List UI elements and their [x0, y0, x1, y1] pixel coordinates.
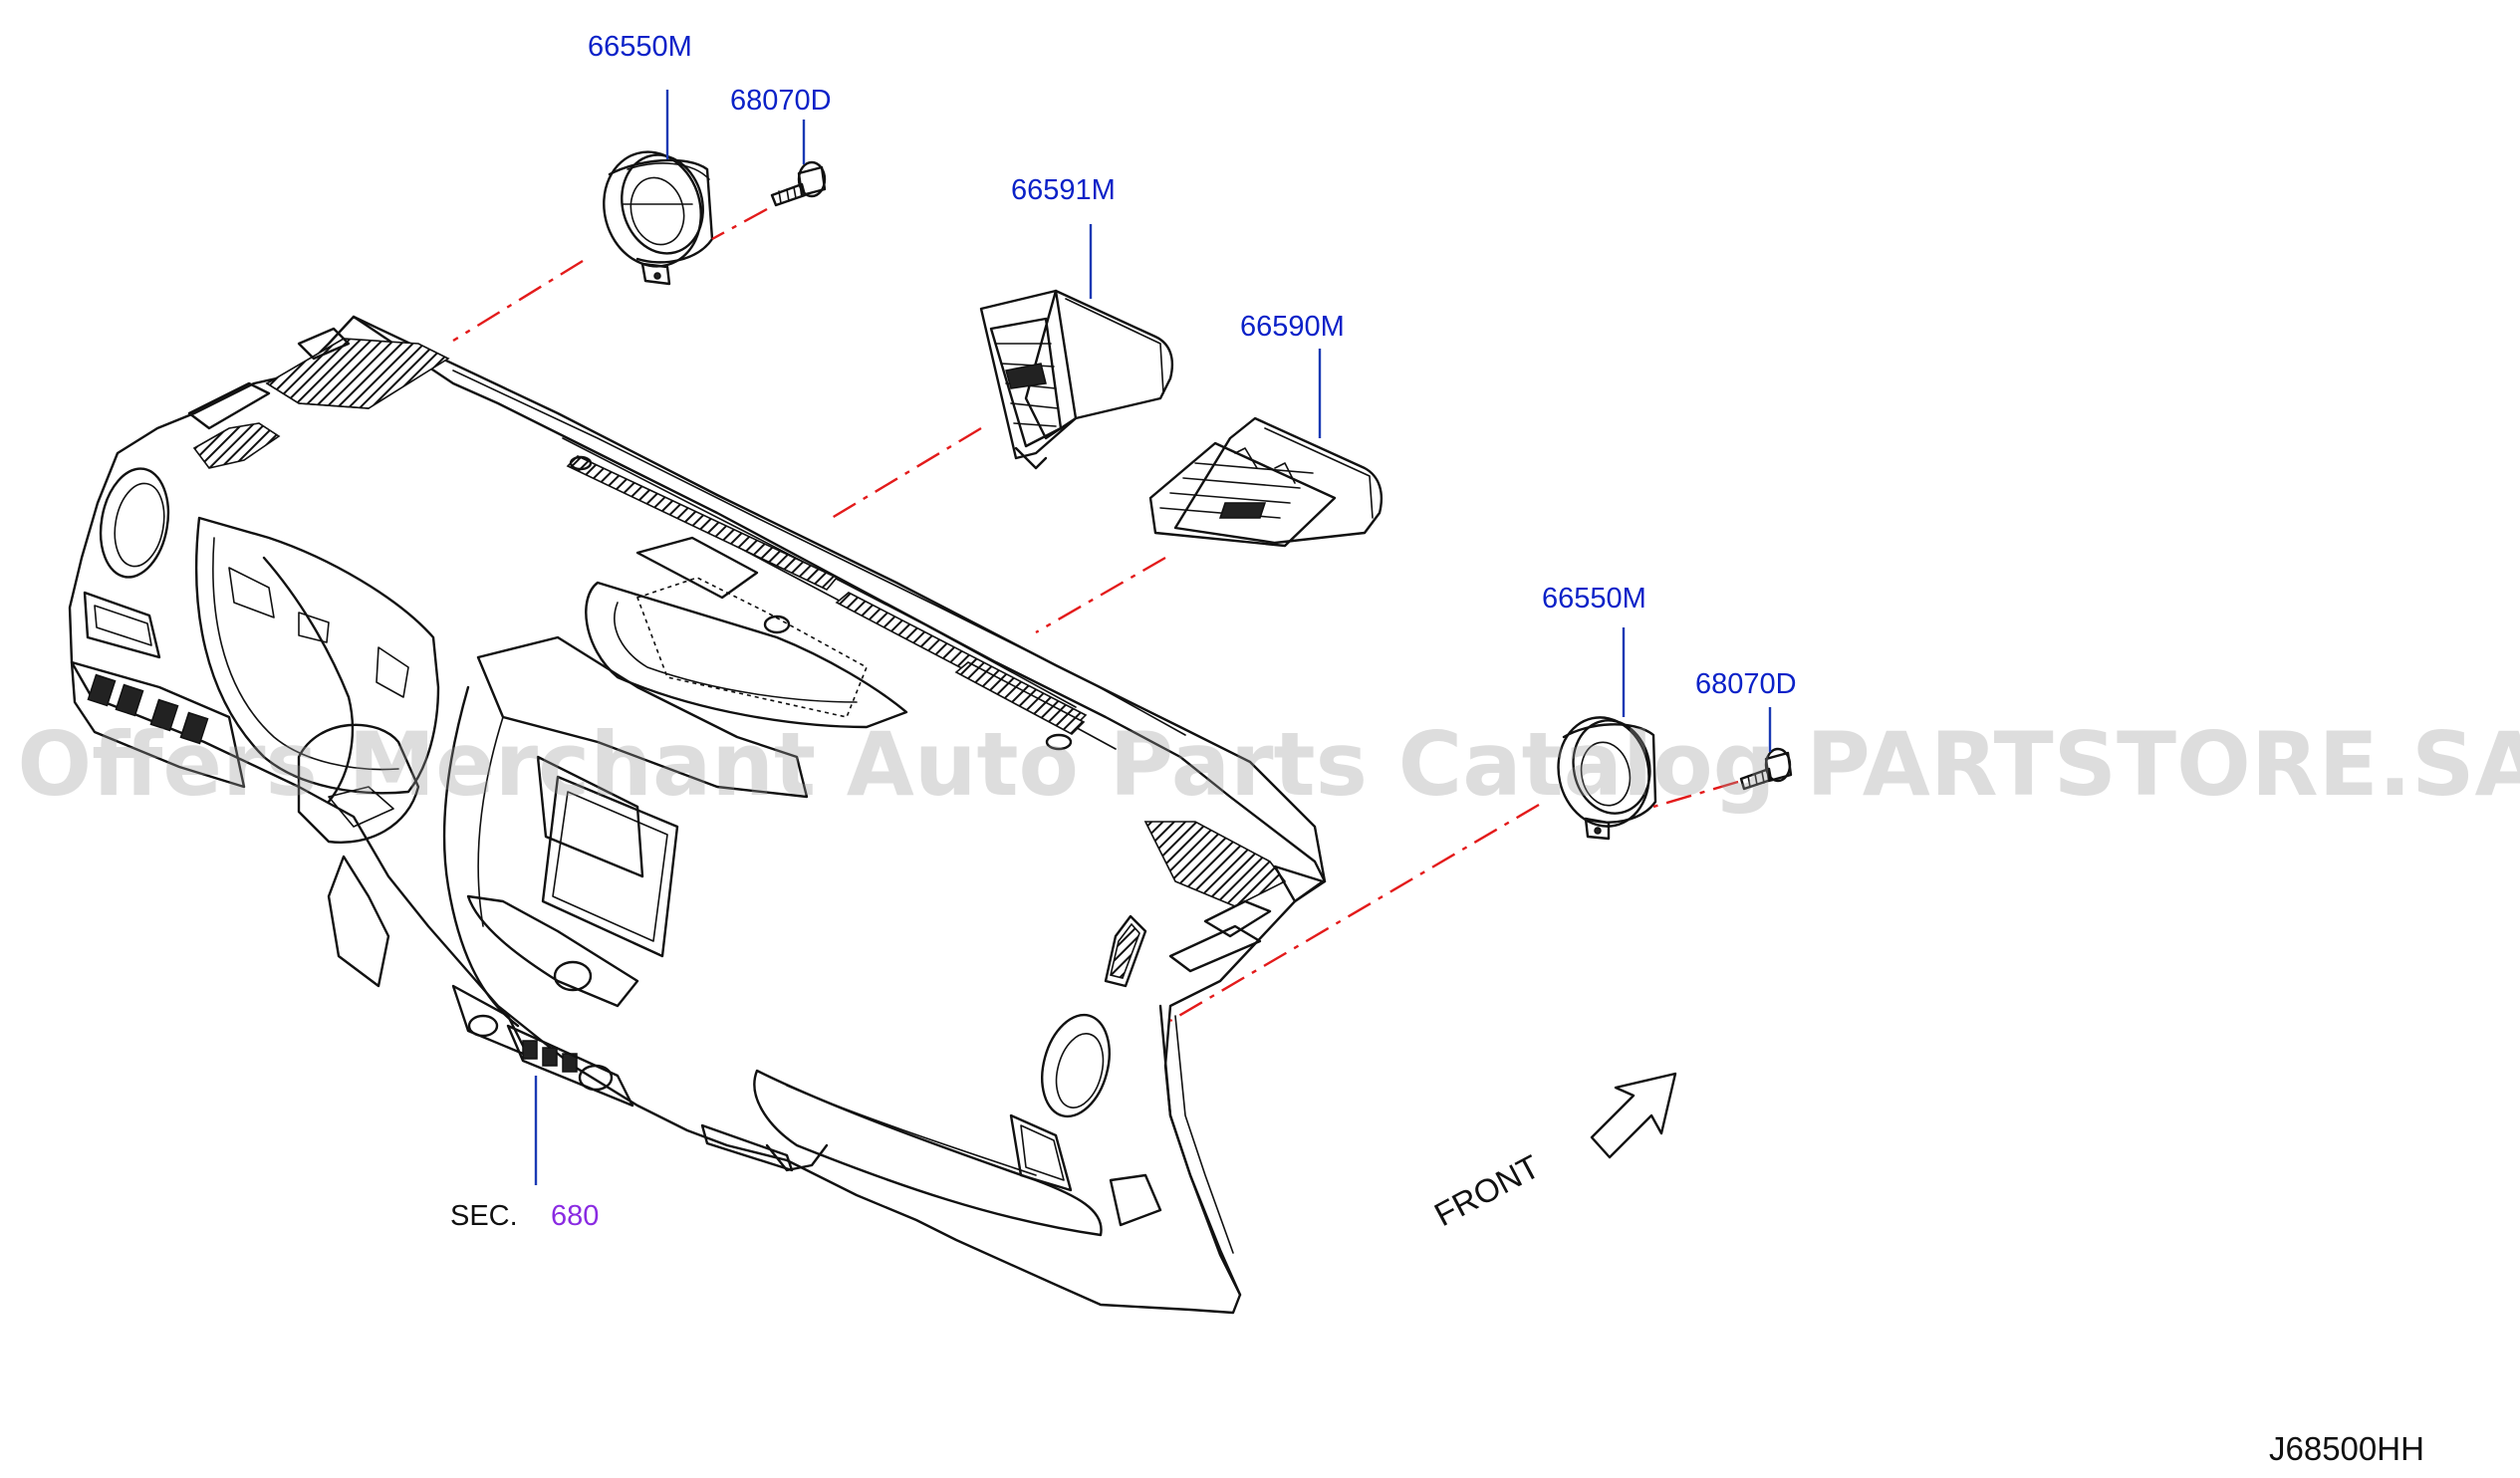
label-sec-prefix: SEC.	[450, 1200, 518, 1232]
front-arrow	[1590, 1072, 1677, 1159]
label-front: FRONT	[1428, 1147, 1546, 1233]
label-screw-right: 68070D	[1695, 668, 1797, 700]
screw-left-top	[770, 160, 827, 207]
assembly-lines	[452, 207, 1739, 1023]
label-vent-center-left: 66591M	[1011, 174, 1116, 206]
round-vent-left	[603, 150, 714, 286]
leader-lines	[534, 90, 1772, 1185]
label-screw-left-top: 68070D	[730, 85, 832, 117]
diagram-code: J68500HH	[2269, 1430, 2424, 1467]
instrument-panel	[68, 315, 1327, 1315]
watermark: Offers Merchant Auto Parts Catalog PARTS…	[17, 713, 2520, 816]
round-vent-right	[1557, 716, 1657, 841]
label-vent-left-top: 66550M	[588, 31, 692, 63]
center-vent-left	[979, 289, 1174, 470]
screw-right	[1739, 747, 1793, 791]
label-vent-right: 66550M	[1542, 583, 1646, 615]
label-vent-center-right: 66590M	[1240, 311, 1345, 343]
label-sec-number[interactable]: 680	[551, 1200, 599, 1232]
center-vent-right	[1148, 416, 1384, 548]
